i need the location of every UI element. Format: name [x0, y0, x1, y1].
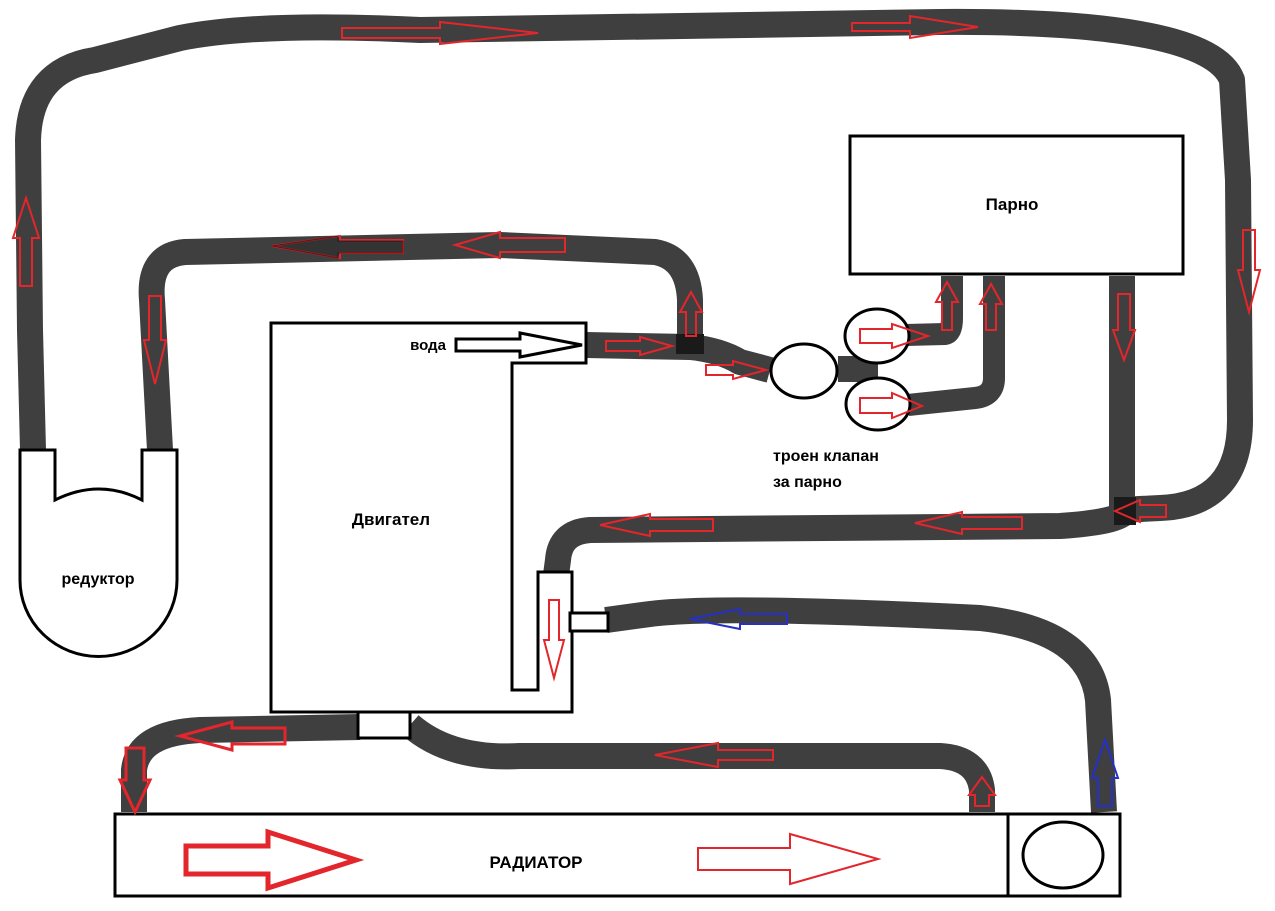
flow-arrow-dark [271, 235, 404, 259]
flow-arrow [914, 510, 1023, 536]
gearbox-label: редуктор [61, 571, 134, 588]
steam-heater-label: Парно [986, 195, 1039, 214]
engine-block [269, 321, 588, 714]
flow-arrow [654, 741, 774, 769]
flow-arrow [859, 391, 925, 420]
pipe-junction-upper [676, 334, 704, 354]
valve-upper-circle [843, 307, 911, 365]
flow-arrow [142, 295, 168, 385]
radiator-fan-circle [1021, 820, 1105, 890]
flow-arrow [454, 331, 583, 359]
flow-arrow [851, 14, 979, 40]
flow-arrow [542, 599, 566, 682]
flow-arrow [183, 828, 365, 892]
flow-arrow [697, 832, 882, 886]
steam-heater-box [848, 134, 1185, 276]
pipe-outer-loop [15, 8, 1253, 523]
flow-arrow [1111, 293, 1137, 363]
gearbox-shape [18, 448, 179, 658]
valve-main-circle [769, 342, 839, 400]
flow-arrow [859, 322, 932, 350]
flow-arrow [117, 746, 153, 816]
engine-label: Двигател [352, 510, 430, 529]
flow-arrow [11, 194, 41, 287]
water-label: вода [410, 337, 447, 354]
flow-arrow [978, 281, 1004, 331]
pipe-engine-to-radiator-right [401, 714, 995, 812]
engine-bottom-outlet [356, 710, 412, 740]
flow-arrow [934, 279, 960, 331]
flow-arrow [174, 720, 287, 752]
valve-lower-circle [844, 376, 912, 432]
radiator-label: РАДИАТОР [489, 853, 582, 872]
flow-arrows-cold [689, 607, 1120, 807]
pipe-engine-to-radiator-left [121, 714, 361, 812]
flow-arrows-water [454, 331, 583, 359]
flow-arrow [678, 289, 704, 337]
pipe-upper-loop [138, 232, 703, 451]
valve-label-line2: за парно [773, 474, 842, 491]
flow-arrow [605, 335, 676, 357]
pipe-valve-lower-branch [906, 276, 1005, 416]
flow-arrows-hot [11, 14, 1262, 892]
pipe-tpiece-to-radiator [604, 597, 1117, 813]
valve-label-line1: троен клапан [773, 448, 879, 465]
flow-arrow [967, 775, 997, 807]
flow-arrow [1236, 229, 1262, 316]
flow-arrow [341, 20, 539, 46]
pipe-return-to-tpiece [543, 502, 1136, 577]
tpiece-side-arm [568, 611, 610, 633]
flow-arrow [451, 230, 566, 260]
flow-arrow [705, 359, 770, 381]
flow-arrow [1112, 498, 1167, 524]
flow-arrow [689, 607, 788, 631]
flow-arrow [599, 512, 714, 538]
flow-arrow [1090, 736, 1120, 807]
